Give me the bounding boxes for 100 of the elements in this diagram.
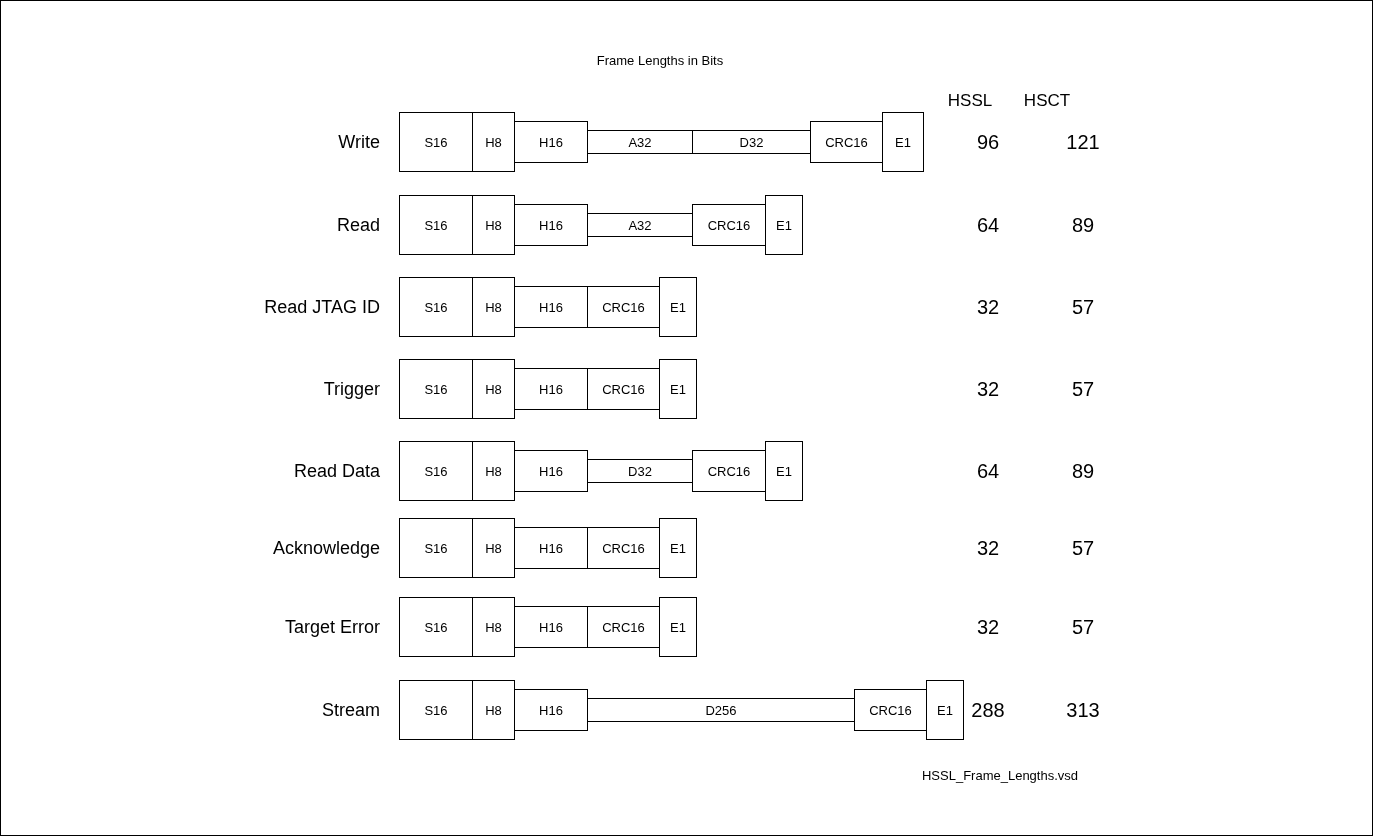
field-name: H8: [485, 540, 502, 556]
field-name: A32: [628, 134, 652, 150]
field-name: H8: [485, 463, 502, 479]
field-name: CRC16: [707, 463, 751, 479]
file-name: HSSL_Frame_Lengths.vsd: [921, 767, 1079, 783]
field-box: [399, 112, 473, 172]
field-name: H8: [485, 217, 502, 233]
field-name: CRC16: [825, 134, 868, 150]
field-box: [587, 368, 660, 410]
field-box: [659, 359, 697, 419]
field-name: H16: [539, 702, 563, 718]
field-box: [926, 680, 964, 740]
field-box: [587, 698, 855, 722]
field-name: H8: [485, 381, 502, 397]
field-box: [399, 195, 473, 255]
column-header: HSCT: [1023, 91, 1071, 111]
field-name: E1: [670, 540, 686, 556]
field-name: S16: [424, 381, 448, 397]
bit-count: 57: [1071, 377, 1095, 401]
field-box: [587, 606, 660, 648]
frame-type-label: Read JTAG ID: [264, 296, 380, 318]
field-box: [692, 204, 766, 246]
bit-count: 32: [976, 295, 1000, 319]
field-name: CRC16: [869, 702, 912, 718]
field-name: S16: [424, 134, 448, 150]
field-name: E1: [670, 381, 686, 397]
field-name: H8: [485, 702, 502, 718]
bit-count: 32: [976, 377, 1000, 401]
field-name: CRC16: [707, 217, 751, 233]
frame-type-label: Read: [336, 214, 380, 236]
field-box: [399, 441, 473, 501]
field-name: H8: [485, 619, 502, 635]
column-header: HSSL: [947, 91, 993, 111]
field-name: E1: [776, 463, 792, 479]
field-name: S16: [424, 540, 448, 556]
field-name: H16: [539, 299, 563, 315]
frame-type-label: Write: [338, 131, 380, 153]
field-name: S16: [424, 619, 448, 635]
field-box: [659, 597, 697, 657]
bit-count: 64: [976, 459, 1000, 483]
field-name: H16: [539, 540, 563, 556]
field-box: [514, 527, 588, 569]
field-box: [587, 527, 660, 569]
bit-count: 64: [976, 213, 1000, 237]
field-name: S16: [424, 217, 448, 233]
field-box: [514, 606, 588, 648]
field-box: [514, 368, 588, 410]
field-box: [399, 680, 473, 740]
field-box: [514, 286, 588, 328]
field-box: [587, 286, 660, 328]
field-name: H16: [539, 217, 563, 233]
field-name: A32: [628, 217, 652, 233]
field-box: [587, 130, 693, 154]
bit-count: 32: [976, 536, 1000, 560]
field-box: [810, 121, 883, 163]
bit-count: 96: [976, 130, 1000, 154]
field-name: E1: [895, 134, 911, 150]
field-name: E1: [937, 702, 953, 718]
field-name: CRC16: [602, 299, 645, 315]
frame-type-label: Read Data: [293, 460, 380, 482]
field-name: H8: [485, 299, 502, 315]
field-name: H16: [539, 381, 563, 397]
field-box: [659, 518, 697, 578]
field-name: E1: [776, 217, 792, 233]
field-name: CRC16: [602, 381, 645, 397]
field-box: [472, 680, 515, 740]
bit-count: 32: [976, 615, 1000, 639]
field-box: [765, 195, 803, 255]
diagram-title: Frame Lengths in Bits: [596, 52, 724, 68]
field-name: H16: [539, 463, 563, 479]
field-box: [472, 597, 515, 657]
field-box: [514, 450, 588, 492]
bit-count: 89: [1071, 459, 1095, 483]
field-box: [514, 689, 588, 731]
field-box: [587, 213, 693, 237]
field-box: [472, 359, 515, 419]
field-box: [882, 112, 924, 172]
bit-count: 57: [1071, 536, 1095, 560]
field-name: D256: [705, 702, 737, 718]
field-name: H16: [539, 619, 563, 635]
field-box: [514, 121, 588, 163]
field-box: [514, 204, 588, 246]
field-name: D32: [739, 134, 764, 150]
frame-type-label: Stream: [321, 699, 380, 721]
field-name: D32: [628, 463, 652, 479]
field-name: H8: [485, 134, 502, 150]
frame-type-label: Acknowledge: [272, 537, 380, 559]
field-box: [854, 689, 927, 731]
field-box: [692, 450, 766, 492]
field-box: [399, 518, 473, 578]
field-box: [472, 277, 515, 337]
field-name: H16: [539, 134, 563, 150]
frame-type-label: Target Error: [284, 616, 380, 638]
field-name: S16: [424, 463, 448, 479]
field-box: [472, 518, 515, 578]
bit-count: 89: [1071, 213, 1095, 237]
field-box: [399, 359, 473, 419]
field-box: [765, 441, 803, 501]
field-box: [472, 195, 515, 255]
field-box: [692, 130, 811, 154]
